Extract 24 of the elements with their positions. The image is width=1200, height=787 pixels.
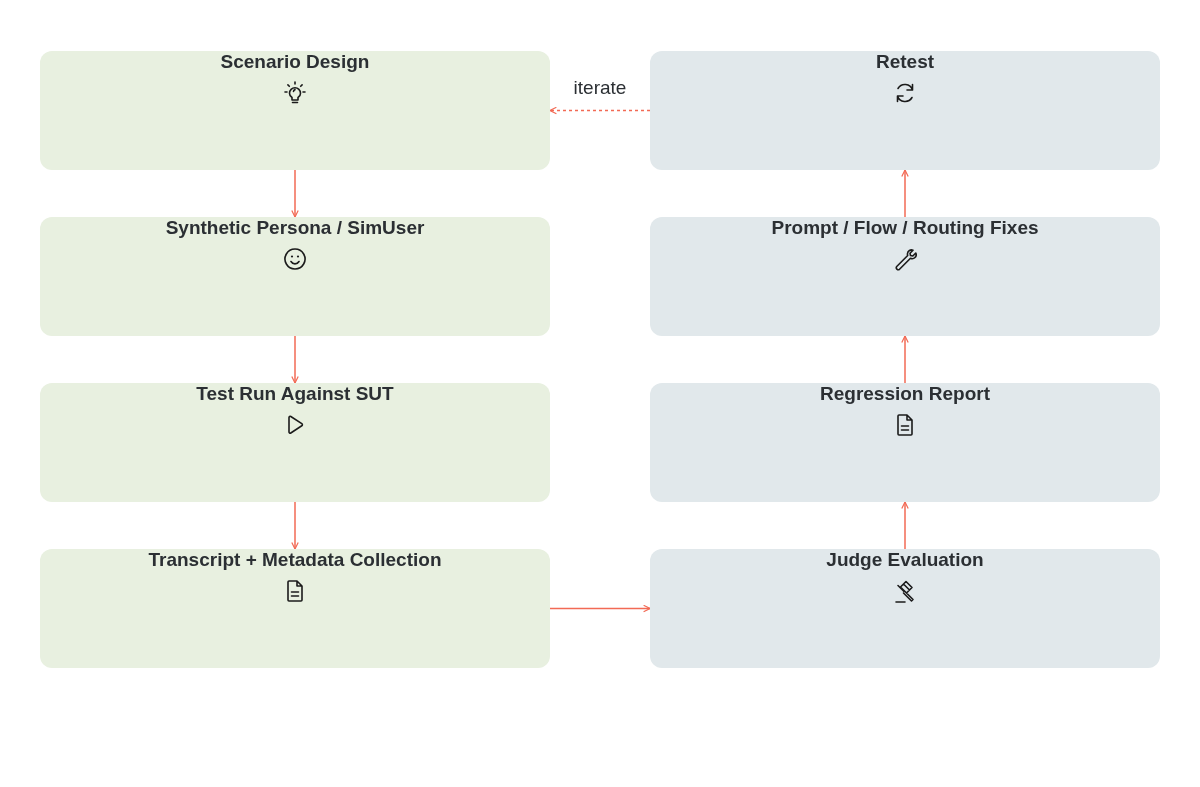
- step-title: Test Run Against SUT: [195, 383, 395, 405]
- process-box: [40, 383, 550, 502]
- arrow: [901, 335, 909, 384]
- arrow: [549, 604, 651, 613]
- step-title: Retest: [874, 51, 936, 73]
- arrow: [291, 169, 299, 218]
- process-box: [40, 217, 550, 336]
- step-title: Prompt / Flow / Routing Fixes: [770, 217, 1040, 239]
- process-box: [40, 549, 550, 668]
- process-box: [650, 51, 1160, 170]
- arrow: [901, 501, 909, 550]
- step-title: Transcript + Metadata Collection: [147, 549, 443, 571]
- step-title: Synthetic Persona / SimUser: [164, 217, 426, 239]
- step-title: Scenario Design: [219, 51, 371, 73]
- process-box: [650, 217, 1160, 336]
- step-title: Judge Evaluation: [825, 549, 985, 571]
- arrow: [901, 169, 909, 218]
- step-title: Regression Report: [819, 383, 991, 405]
- process-box: [650, 383, 1160, 502]
- arrow: [291, 501, 299, 550]
- process-box: [40, 51, 550, 170]
- arrow: [291, 335, 299, 384]
- process-box: [650, 549, 1160, 668]
- arrow: [549, 106, 651, 115]
